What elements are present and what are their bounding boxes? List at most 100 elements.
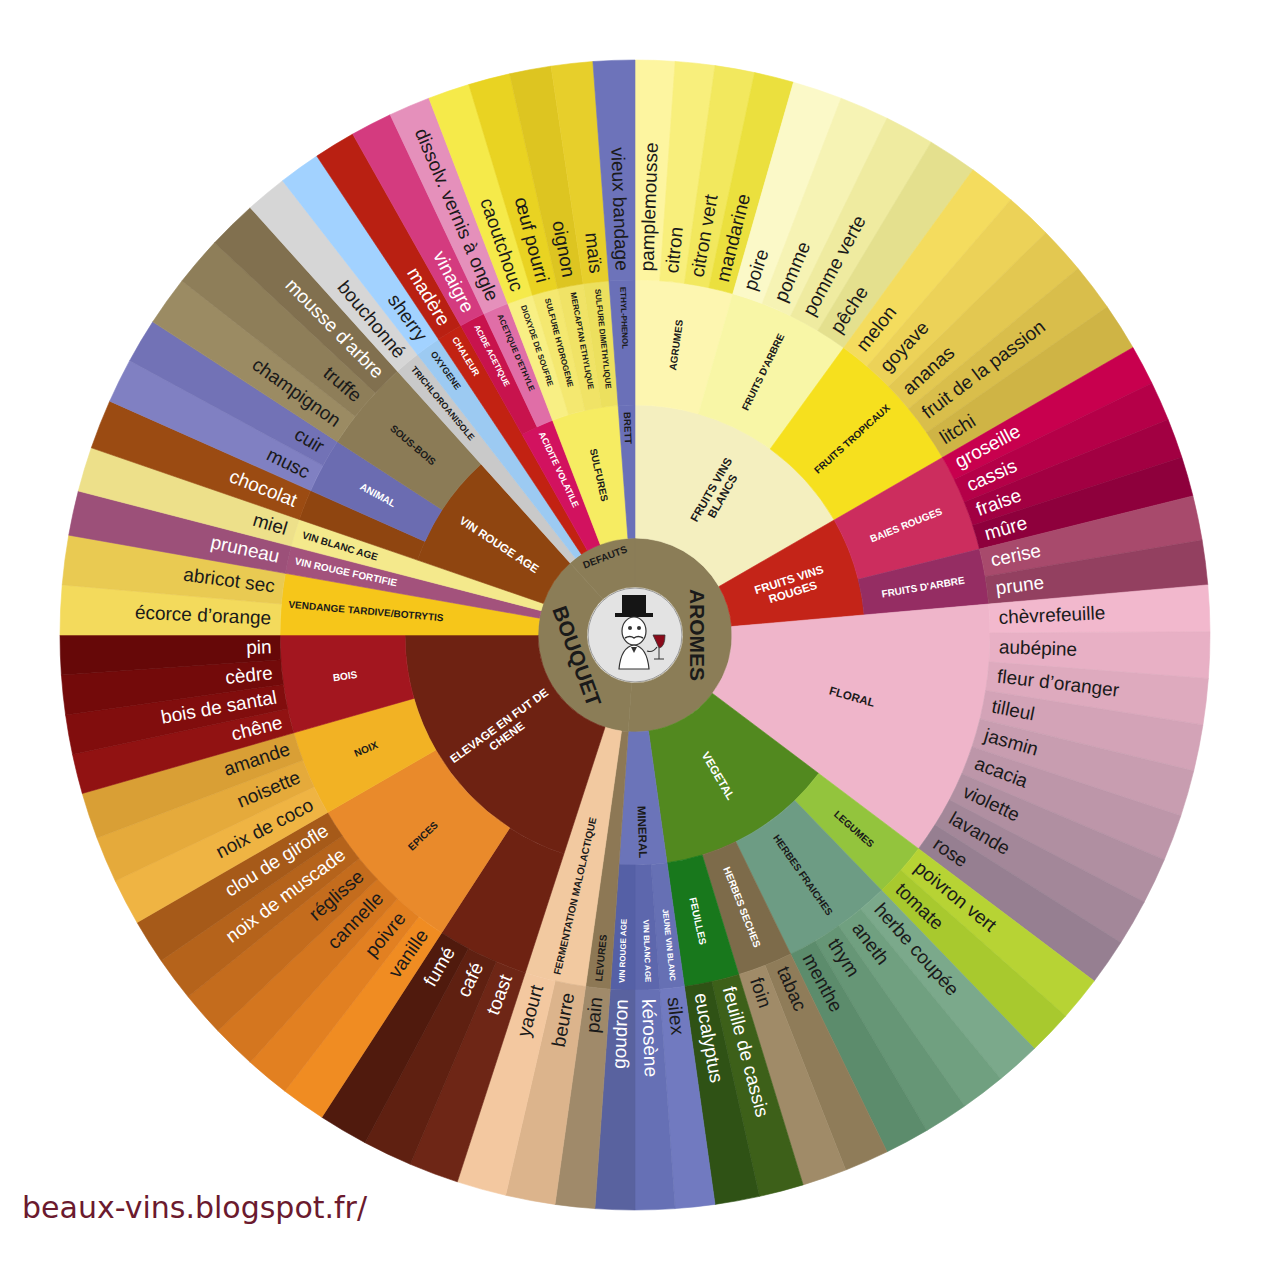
segment-arc — [839, 909, 1001, 1106]
category-label: SULFURE HYDROGENE — [542, 297, 574, 388]
category-label: MERCAPTAN ETHYLIQUE — [567, 292, 594, 390]
segment-arc — [610, 864, 635, 990]
segment-arc — [882, 870, 1066, 1048]
aroma-label: citron — [663, 226, 689, 274]
segment-arc — [69, 491, 292, 573]
segment-arc — [97, 760, 314, 881]
segment-arc — [927, 307, 1133, 458]
aroma-label: rose — [928, 833, 970, 871]
aroma-label: dissolv. vernis à ongle — [410, 125, 502, 304]
segment-arc — [328, 750, 510, 933]
segment-arc — [62, 535, 285, 604]
segment-arc — [283, 156, 439, 354]
category-label: AGRUMES — [667, 319, 685, 371]
segment-arc — [667, 855, 739, 987]
segment-arc — [635, 864, 660, 990]
aroma-label: fleur d’oranger — [996, 667, 1120, 702]
segment-arc — [91, 401, 310, 519]
category-label: VEGETAL — [699, 750, 737, 802]
segment-arc — [417, 339, 581, 558]
category-label: VIN BLANC AGE — [300, 529, 378, 562]
aroma-label: lavande — [945, 808, 1013, 859]
segment-arc — [299, 491, 425, 561]
category-label: HERBES FRAICHES — [771, 832, 835, 917]
category-label: FERMENTATION MALOLACTIQUE — [551, 816, 598, 976]
aroma-label: herbe coupée — [870, 900, 963, 1001]
segment-arc — [651, 863, 684, 989]
segment-arc — [986, 662, 1209, 725]
segment-arc — [909, 268, 1108, 432]
family-label: BOUQUET — [548, 603, 606, 710]
segment-arc — [709, 73, 794, 294]
segment-arc — [736, 800, 882, 954]
family-label: AROMES — [685, 589, 708, 681]
aroma-label: tomate — [891, 879, 947, 934]
segment-arc — [660, 61, 715, 283]
aroma-label: pin — [246, 637, 272, 659]
segment-arc — [322, 933, 469, 1143]
category-label: EPICES — [406, 820, 440, 853]
category-label: BAIES ROUGES — [869, 506, 944, 545]
segment-arc — [60, 585, 281, 635]
category-label: SULFURE DIMETHYLIQUE — [592, 288, 612, 389]
aroma-label: pain — [583, 996, 608, 1034]
segment-arc — [954, 383, 1168, 502]
aroma-label: champignon — [248, 355, 344, 432]
segment-arc — [635, 60, 675, 281]
aroma-label: mûre — [982, 513, 1029, 545]
aroma-label: kérosène — [637, 998, 661, 1077]
category-label: ELEVAGE EN FUT DE CHENE — [446, 685, 559, 777]
segment-arc — [285, 546, 541, 618]
category-label: ANIMAL — [358, 481, 397, 509]
